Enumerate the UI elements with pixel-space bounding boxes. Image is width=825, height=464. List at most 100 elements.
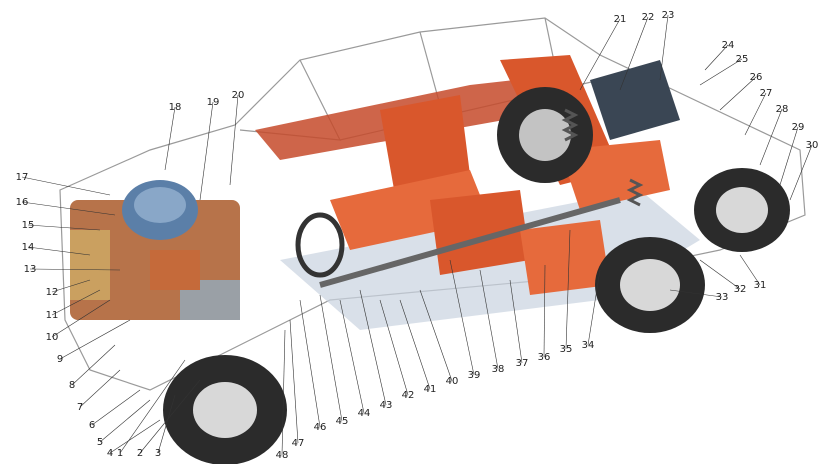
leader-line [51,299,111,338]
callout-label: 10 [46,332,59,343]
leader-line [119,359,186,454]
leader-line [229,94,239,186]
leader-line [359,289,387,406]
leader-line [699,58,743,86]
callout-label: 19 [207,97,220,108]
callout-label: 11 [46,310,59,321]
callout-leaders [21,14,813,456]
leader-line [379,299,409,396]
callout-label: 2 [137,448,143,459]
callout-label: 43 [380,400,393,411]
leader-line [281,329,286,456]
leader-line [509,279,523,364]
leader-line [91,389,141,426]
callout-label: 47 [292,438,305,449]
leader-line [543,264,546,358]
callout-label: 30 [806,140,819,151]
leader-line [704,44,729,71]
callout-label: 17 [16,172,29,183]
callout-label: 35 [560,344,573,355]
leader-line [669,289,723,298]
callout-label: 33 [716,292,729,303]
callout-label: 31 [754,280,767,291]
leader-line [164,106,176,171]
callout-label: 46 [314,422,327,433]
callout-label: 45 [336,416,349,427]
leader-line [299,299,321,428]
leader-line [779,126,799,186]
callout-label: 21 [614,14,627,25]
leader-line [579,18,621,91]
callout-label: 25 [736,54,749,65]
leader-line [51,289,101,316]
leader-line [27,246,91,256]
leader-line [289,319,299,444]
leader-line [719,76,757,111]
leader-line [789,144,813,201]
callout-label: 40 [446,376,459,387]
leader-line [399,299,431,390]
rear-spring [561,108,644,207]
leader-line [99,399,151,443]
leader-line [479,269,499,370]
leader-line [29,268,121,271]
leader-line [109,419,161,454]
steering-wheel [295,212,345,278]
callout-label: 16 [16,197,29,208]
callout-label: 14 [22,242,35,253]
drive-shaft [319,197,621,288]
air-filter [122,180,198,240]
front-right-seat [430,190,610,295]
callout-label: 34 [582,340,595,351]
leader-line [71,344,116,386]
rear-left-wheel [694,168,790,252]
callout-label: 1 [117,448,123,459]
leader-line [419,289,453,382]
leader-line [59,319,131,360]
callout-label: 20 [232,90,245,101]
callout-label: 36 [538,352,551,363]
leader-line [21,201,116,216]
leader-line [157,394,176,454]
leader-line [199,101,214,201]
callout-label: 13 [24,264,37,275]
leader-line [739,254,761,286]
callout-label: 41 [424,384,437,395]
leader-line [659,14,669,81]
callout-label: 29 [792,122,805,133]
callout-label: 15 [22,220,35,231]
leader-line [319,294,343,422]
callout-label: 5 [97,437,103,448]
callout-label: 8 [69,380,75,391]
callout-label: 23 [662,10,675,21]
leader-line [27,224,101,231]
front-left-seat [330,95,490,250]
front-wheel [163,355,287,464]
fuel-tank [590,60,680,140]
callout-label: 39 [468,370,481,381]
callout-label: 7 [77,402,83,413]
callout-label: 22 [642,12,655,23]
leader-line [139,379,201,454]
leader-line [744,92,767,136]
callout-label: 32 [734,284,747,295]
leader-line [449,259,475,376]
leader-line [565,229,571,350]
callout-label: 26 [750,72,763,83]
callout-label: 42 [402,390,415,401]
callout-label: 38 [492,364,505,375]
leader-line [339,299,365,414]
leader-line [587,269,601,346]
engine-assembly [70,200,240,320]
leader-line [21,176,111,196]
leader-line [699,259,741,290]
callout-label: 6 [89,420,95,431]
callout-label: 28 [776,104,789,115]
spare-tire [497,87,593,183]
callout-label: 37 [516,358,529,369]
callout-label: 44 [358,408,371,419]
leader-line [79,369,121,408]
